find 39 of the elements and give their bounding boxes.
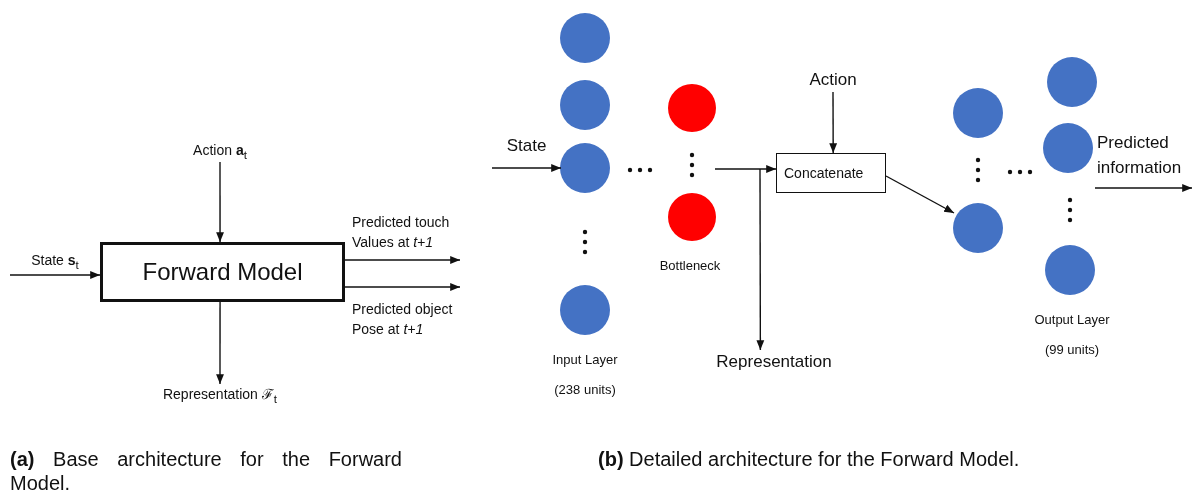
layer-label: Output Layer bbox=[1034, 312, 1110, 327]
neuron-circle bbox=[1043, 123, 1093, 173]
output-label: Predicted information bbox=[1097, 131, 1197, 188]
neuron-circle bbox=[953, 203, 1003, 253]
neuron-circle bbox=[668, 84, 716, 132]
arrow bbox=[1094, 184, 1193, 192]
representation-label: Representation ℱ$_{t}$ bbox=[145, 384, 295, 408]
arrow bbox=[216, 161, 224, 243]
arrow bbox=[344, 256, 461, 264]
state-label: State s$_{t}$ bbox=[10, 250, 100, 275]
neuron-circle bbox=[560, 80, 610, 130]
neuron-circle bbox=[953, 88, 1003, 138]
neuron-circle bbox=[1047, 57, 1097, 107]
caption: (a) Base architecture for the Forward Model. bbox=[10, 447, 402, 495]
representation-label: Representation bbox=[712, 350, 836, 374]
caption: (b) Detailed architecture for the Forward Model. bbox=[598, 447, 1020, 471]
arrow bbox=[216, 301, 224, 385]
arrow bbox=[756, 168, 765, 351]
process-box: Concatenate bbox=[776, 153, 886, 193]
arrow bbox=[829, 91, 838, 154]
arrow bbox=[9, 271, 101, 279]
neuron-circle bbox=[560, 285, 610, 335]
neuron-circle bbox=[668, 193, 716, 241]
layer-label: Input Layer bbox=[552, 352, 618, 367]
action-label: Action a$_{t}$ bbox=[180, 140, 260, 162]
neuron-circle bbox=[560, 13, 610, 63]
layer-label: Bottleneck bbox=[659, 258, 721, 273]
arrow bbox=[491, 164, 562, 172]
neuron-circle bbox=[1045, 245, 1095, 295]
output-label: Predicted touch Values at t+1 bbox=[352, 212, 460, 260]
unit-count: (238 units) bbox=[554, 382, 616, 397]
unit-count: (99 units) bbox=[1044, 342, 1100, 357]
action-label: Action bbox=[800, 68, 866, 92]
output-label: Predicted object Pose at t+1 bbox=[352, 287, 460, 341]
neuron-circle bbox=[560, 143, 610, 193]
arrow bbox=[344, 283, 461, 291]
arrow bbox=[885, 175, 955, 214]
process-box: Forward Model bbox=[100, 242, 345, 302]
arrow bbox=[714, 165, 777, 173]
